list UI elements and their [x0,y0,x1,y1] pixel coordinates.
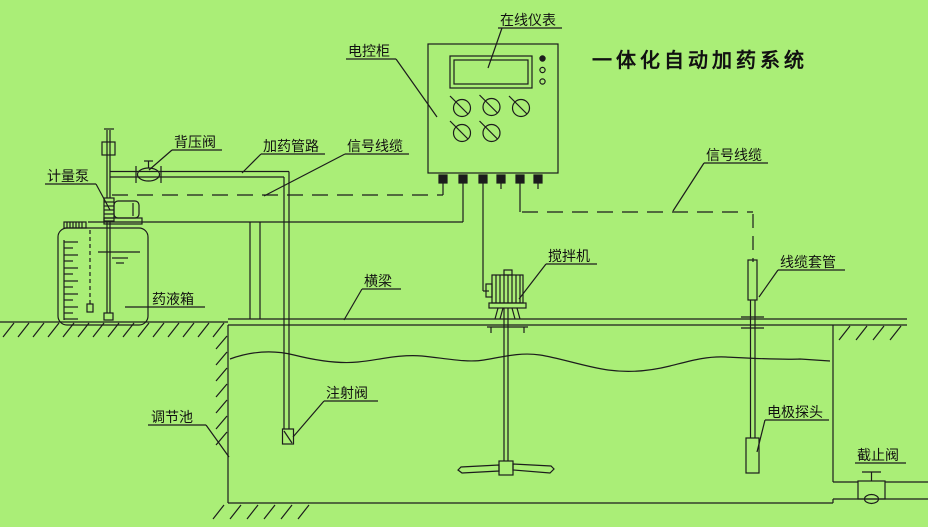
label-cable-conduit: 线缆套管 [780,255,836,271]
label-signal-cable-left: 信号线缆 [347,139,403,155]
label-control-cabinet: 电控柜 [348,44,390,60]
tank-cap [63,221,87,229]
level-ruler [63,240,78,320]
label-electrode-probe: 电极探头 [767,405,823,421]
cabinet-knobs [449,94,531,143]
mixer-terminal-box [485,283,493,298]
label-metering-pump: 计量泵 [47,169,89,185]
mixer-shaft [503,308,509,461]
level-sensor [86,230,94,313]
chemical-tank [57,221,149,326]
label-dosing-pipeline: 加药管路 [263,139,319,155]
indicator-lights [539,55,546,85]
label-online-instrument: 在线仪表 [500,13,556,29]
label-stop-valve: 截止阀 [857,448,899,464]
cross-beam [228,318,907,326]
diagram-linework [0,27,928,520]
label-leader-lines [45,27,906,464]
regulation-pool [212,325,834,520]
water-line [229,351,831,372]
stop-valve [857,471,886,505]
label-signal-cable-right: 信号线缆 [706,148,762,164]
mixer [457,269,555,476]
label-chemical-tank: 药液箱 [152,292,194,308]
back-pressure-valve [135,160,162,183]
signal-cable-probe [519,183,754,262]
riser-pipe [101,128,116,198]
label-cross-beam: 横梁 [364,274,392,290]
label-back-pressure-valve: 背压阀 [174,135,216,151]
pump-power-cable [88,183,464,223]
dosing-pipeline [110,170,290,429]
signal-cable-pump [112,183,444,196]
mixer-propeller [457,460,555,476]
tank-water-level-symbol [98,251,140,264]
suction-pipe [103,221,114,321]
label-mixer: 搅拌机 [548,249,590,265]
metering-pump [103,197,143,225]
electrode-probe [741,300,764,474]
cable-conduit [747,259,758,301]
diagram-title: 一体化自动加药系统 [592,48,808,72]
ground-right [838,325,902,341]
label-injection-valve: 注射阀 [326,386,368,402]
pulsation-damper [101,141,116,156]
support-post [249,222,261,319]
label-regulation-pool: 调节池 [151,410,193,426]
